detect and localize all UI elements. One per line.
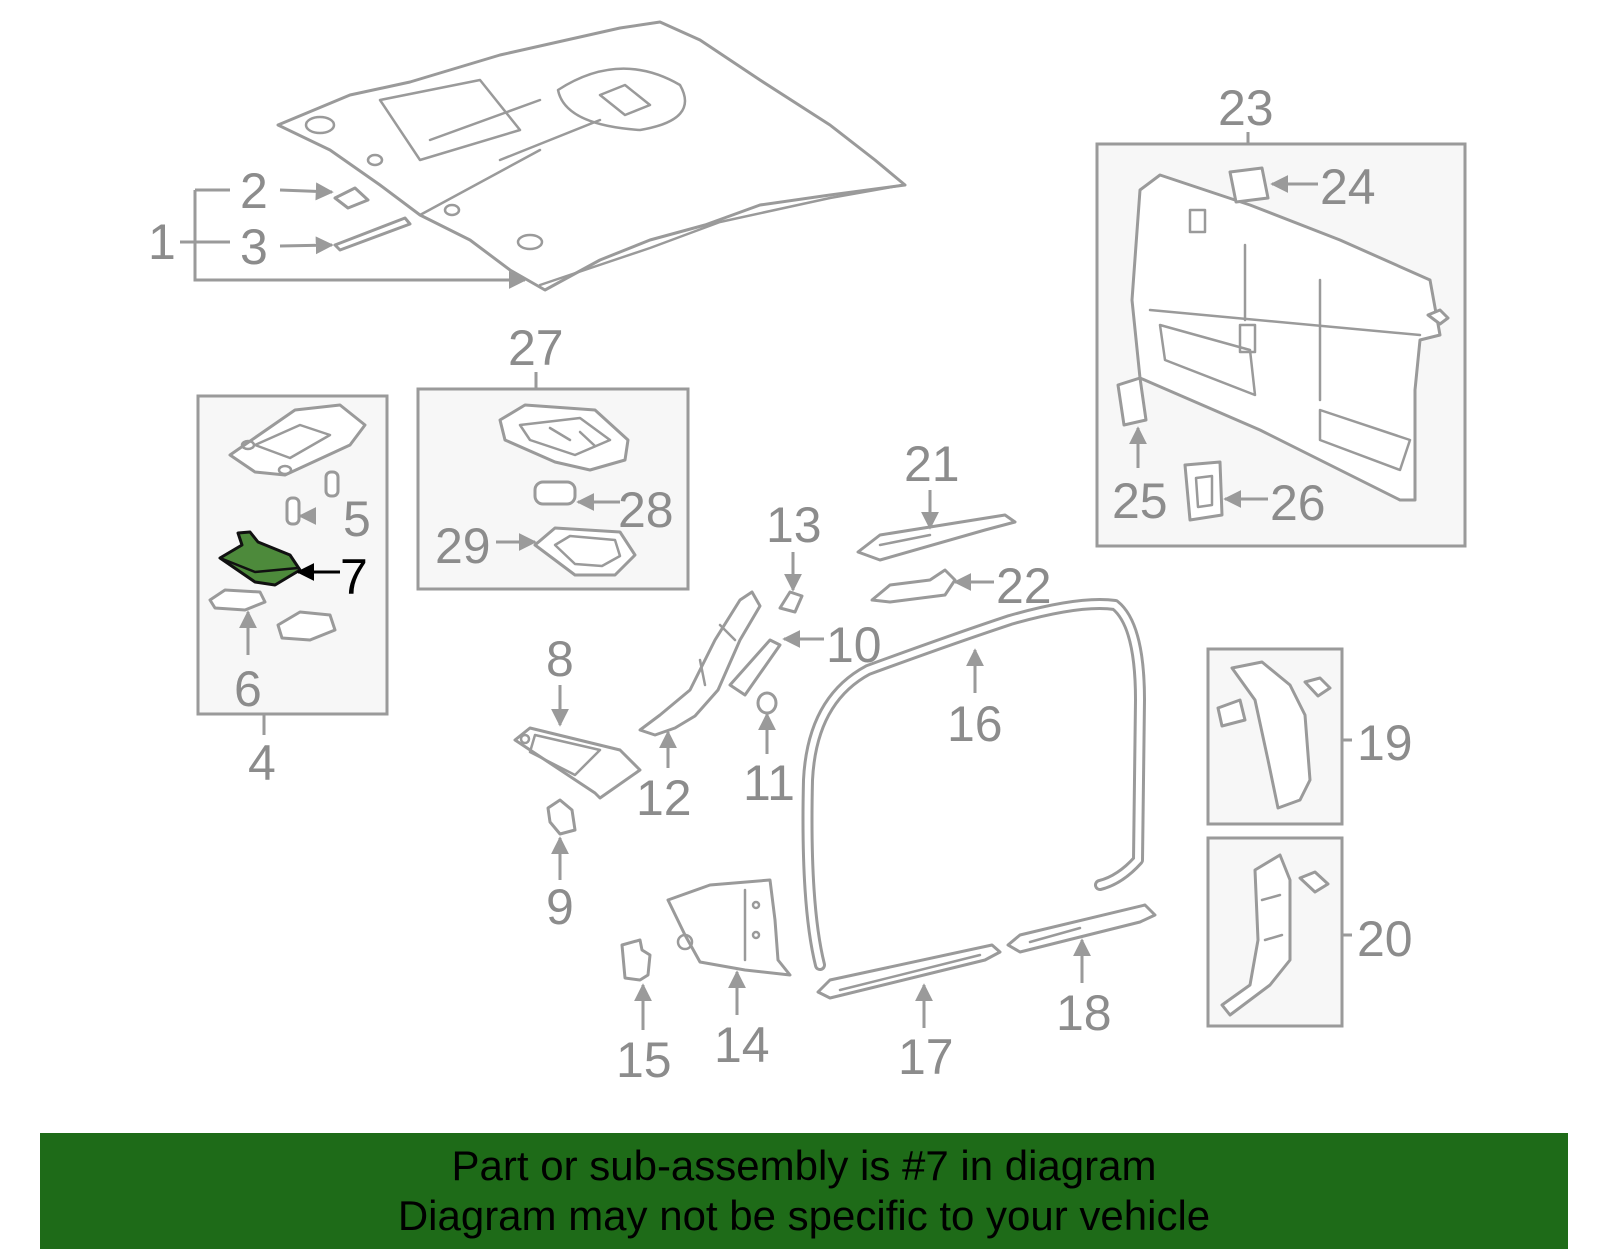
callout-16: 16: [947, 696, 1003, 752]
pillar-trim-12: [638, 590, 762, 737]
info-banner: Part or sub-assembly is #7 in diagram Di…: [40, 1133, 1568, 1249]
clip-11: [756, 691, 778, 715]
lens-29: [533, 526, 637, 577]
bulb-5: [285, 470, 340, 526]
callout-23: 23: [1218, 80, 1274, 136]
trim-strip-21: [856, 513, 1017, 562]
kick-panel-14: [666, 878, 792, 977]
callout-21: 21: [904, 436, 960, 492]
callout-4: 4: [248, 735, 276, 791]
headliner-part: [276, 20, 907, 292]
callout-13: 13: [766, 497, 822, 553]
bracket-1: [180, 188, 525, 282]
banner-line-2: Diagram may not be specific to your vehi…: [397, 1192, 1211, 1239]
callout-17: 17: [898, 1029, 954, 1085]
headliner-strip-3: [333, 216, 412, 252]
callout-26: 26: [1270, 475, 1326, 531]
callout-14: 14: [714, 1017, 770, 1073]
callout-27: 27: [508, 320, 564, 376]
callout-6: 6: [234, 661, 262, 717]
door-opening-trim-16: [801, 598, 1146, 971]
callout-18: 18: [1056, 985, 1112, 1041]
callout-2: 2: [240, 163, 268, 219]
headliner-patch-2: [333, 186, 370, 210]
callout-7: 7: [340, 549, 368, 605]
scuff-plate-18: [1006, 903, 1157, 954]
clip-24: [1228, 166, 1270, 204]
clip-26: [1183, 460, 1224, 522]
lens-small: [276, 610, 337, 642]
map-lamp-27: [498, 403, 630, 472]
dome-lamp-part-7: [218, 530, 302, 587]
dome-lamp-housing: [228, 403, 367, 477]
sun-visor-8: [513, 726, 642, 800]
clip-15: [620, 938, 652, 982]
callout-11: 11: [743, 755, 795, 811]
callout-24: 24: [1320, 159, 1376, 215]
scuff-plate-17: [816, 943, 1002, 1000]
back-panel-23: [1130, 173, 1442, 502]
pin-fastener: [1426, 308, 1450, 326]
callout-28: 28: [618, 482, 674, 538]
callout-5: 5: [343, 491, 371, 547]
callout-3: 3: [240, 219, 268, 275]
cover-13: [778, 590, 804, 614]
callout-22: 22: [996, 558, 1052, 614]
pillar-trim-19: [1216, 660, 1332, 810]
callout-25: 25: [1112, 473, 1168, 529]
callout-8: 8: [546, 631, 574, 687]
callout-19: 19: [1357, 715, 1413, 771]
callout-20: 20: [1357, 911, 1413, 967]
clip-25: [1116, 376, 1148, 427]
trim-strip-22: [870, 568, 957, 604]
bulb-28: [533, 480, 577, 506]
assist-grip-10: [728, 638, 782, 697]
callout-29: 29: [435, 518, 491, 574]
pillar-trim-20: [1220, 853, 1330, 1017]
leader-3: [279, 236, 334, 255]
callout-9: 9: [546, 879, 574, 935]
leader-2: [279, 182, 334, 201]
lens-6: [208, 588, 267, 612]
visor-holder-9: [546, 798, 577, 836]
callout-1: 1: [148, 214, 176, 270]
banner-line-1: Part or sub-assembly is #7 in diagram: [451, 1142, 1157, 1189]
callout-12: 12: [636, 770, 692, 826]
callout-15: 15: [616, 1032, 672, 1088]
